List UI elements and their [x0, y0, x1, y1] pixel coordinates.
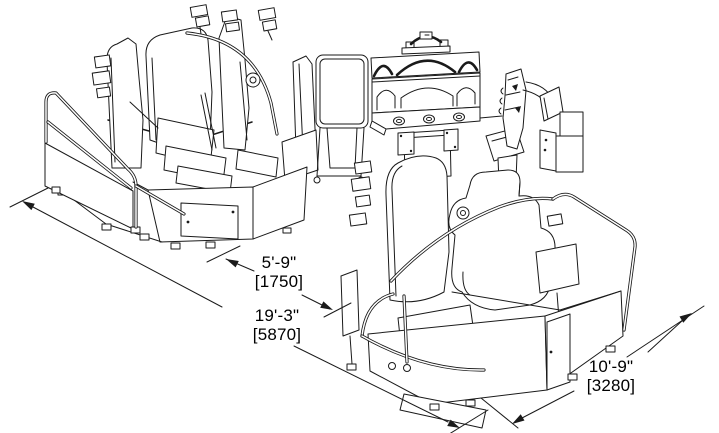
accessory-parts-drawing	[498, 68, 584, 173]
dimension-label-overall-length: 19'-3" [5870]	[232, 306, 322, 344]
left-unit-drawing	[44, 4, 319, 250]
dimension-imperial: 10'-9"	[588, 357, 634, 376]
dimension-metric: [3280]	[586, 376, 636, 395]
dimension-label-right-depth: 10'-9" [3280]	[565, 357, 657, 395]
dimension-left-depth	[206, 245, 352, 318]
dimension-imperial: 5'-9"	[261, 253, 297, 272]
dimension-metric: [1750]	[254, 272, 304, 291]
dimension-imperial: 19'-3"	[254, 306, 300, 325]
dimension-metric: [5870]	[252, 325, 302, 344]
right-unit-drawing	[340, 155, 637, 429]
sign-cart-drawing	[313, 54, 369, 184]
dimension-label-left-depth: 5'-9" [1750]	[236, 253, 322, 291]
marquee-drawing	[369, 31, 525, 183]
dimension-overall-length	[9, 187, 489, 433]
dimension-right-depth	[480, 305, 705, 429]
